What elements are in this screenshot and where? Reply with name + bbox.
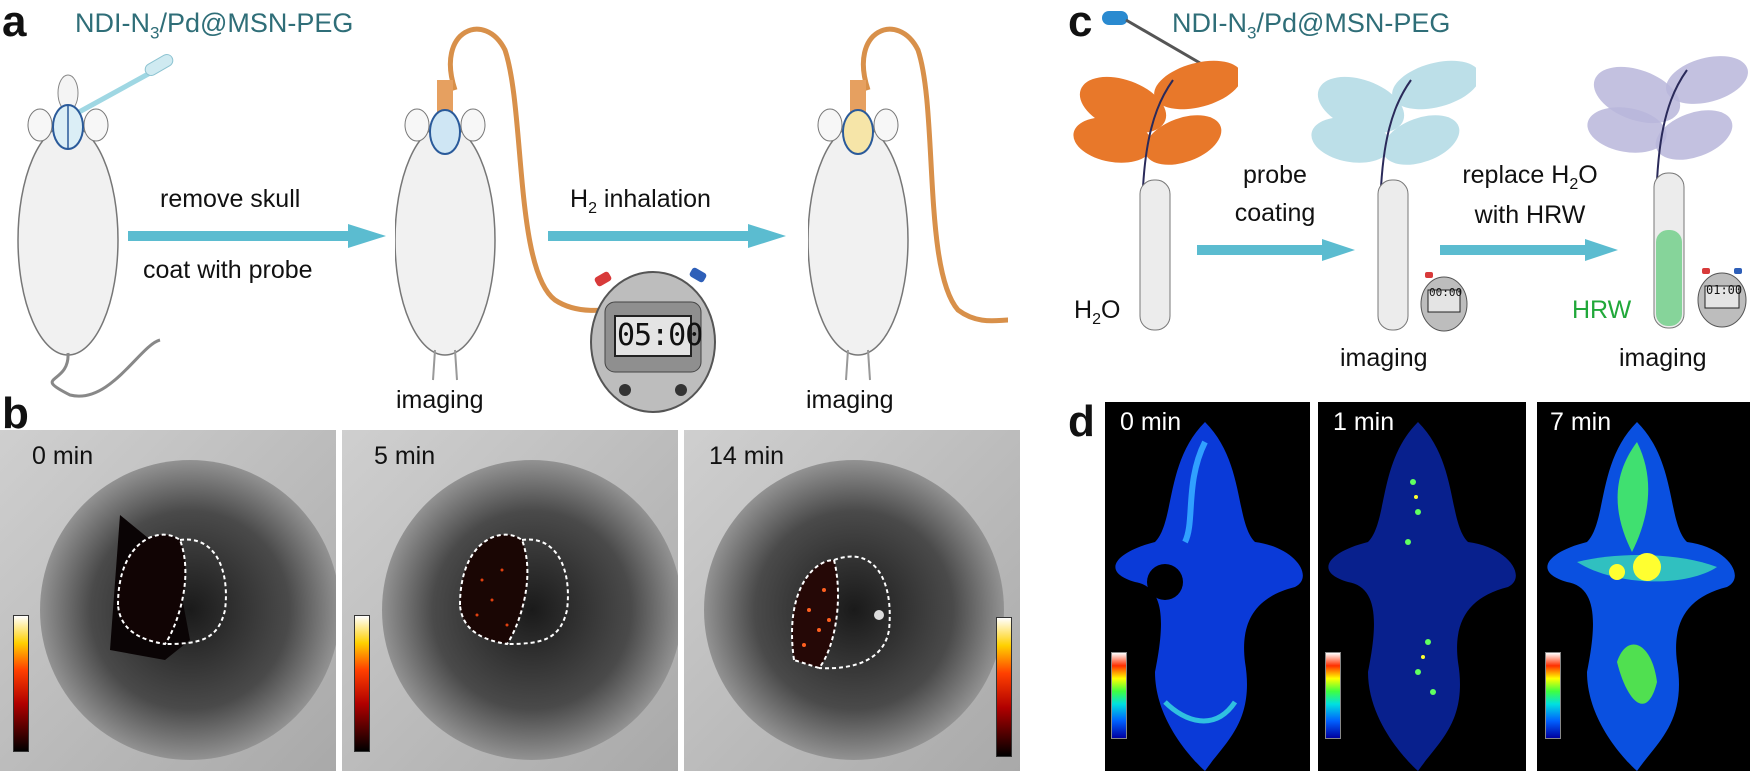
- step-c1-bottom: coating: [1234, 198, 1316, 227]
- plant-orange-illustration: [1073, 60, 1238, 331]
- step-c2-top-rest: O: [1578, 161, 1598, 189]
- step2-label-main: H: [570, 185, 589, 213]
- panel-label-a: a: [2, 0, 27, 46]
- imaging-label-c1: imaging: [1340, 344, 1428, 372]
- time-label-d0: 0 min: [1120, 408, 1182, 436]
- step-c2-bottom: with HRW: [1474, 201, 1586, 229]
- probe-label-c-main: NDI-N: [1172, 8, 1247, 38]
- brain-photo-14min: [684, 430, 1020, 771]
- h2o-main: H: [1074, 296, 1093, 324]
- plant-image-1min: [1318, 402, 1526, 771]
- arrow-step-2: [548, 224, 786, 248]
- plant-image-0min: [1105, 402, 1310, 771]
- time-label-b2: 14 min: [709, 442, 785, 470]
- step2-label: H2 inhalation: [570, 185, 711, 218]
- colorbar-rainbow-3: [1545, 652, 1561, 739]
- colorbar-hot-2: [354, 615, 370, 752]
- panel-label-d: d: [1068, 397, 1095, 446]
- colorbar-hot-1: [13, 615, 29, 752]
- colorbar-rainbow-2: [1325, 652, 1341, 739]
- step1-top-label: remove skull: [160, 185, 301, 213]
- h2o-rest: O: [1100, 296, 1121, 324]
- time-label-d1: 1 min: [1333, 408, 1395, 436]
- probe-label-main: NDI-N: [75, 8, 150, 38]
- time-label-d2: 7 min: [1550, 408, 1612, 436]
- stopwatch-icon: [590, 267, 716, 413]
- time-label-b0: 0 min: [32, 442, 94, 470]
- panel-label-b: b: [2, 389, 29, 438]
- mouse-with-tube-illustration-2: [808, 26, 1009, 381]
- probe-label-a: NDI-N3/Pd@MSN-PEG: [75, 8, 353, 43]
- stopwatch-small-2-readout: 01:00: [1706, 283, 1743, 297]
- step-c2-top: replace H2O: [1440, 157, 1620, 197]
- colorbar-rainbow-1: [1111, 652, 1127, 739]
- step-c1-label: probe coating: [1210, 157, 1340, 232]
- plant-purple-illustration: [1587, 56, 1748, 329]
- h2o-label: H2O: [1074, 296, 1120, 329]
- probe-label-c: NDI-N3/Pd@MSN-PEG: [1172, 8, 1450, 43]
- plant-blue-illustration: [1311, 60, 1476, 331]
- brain-photo-5min: [342, 430, 678, 771]
- step-c2-label: replace H2O with HRW: [1440, 157, 1620, 235]
- probe-label-sub: 3: [150, 23, 160, 43]
- step2-label-rest: inhalation: [596, 185, 711, 213]
- h2o-sub: 2: [1092, 311, 1101, 328]
- stopwatch-small-1-readout: 00:00: [1429, 286, 1463, 299]
- time-label-b1: 5 min: [374, 442, 436, 470]
- plant-image-7min: [1537, 402, 1750, 771]
- stopwatch-readout: 05:00: [617, 318, 703, 353]
- probe-label-c-sub: 3: [1247, 23, 1257, 43]
- stopwatch-icon-small-2: [1697, 268, 1747, 328]
- mouse-with-tube-illustration: [395, 26, 646, 381]
- colorbar-hot-3: [996, 617, 1012, 757]
- hrw-label: HRW: [1572, 296, 1632, 324]
- step-c2-top-main: replace H: [1462, 161, 1570, 189]
- mouse-illustration: [17, 54, 174, 398]
- step-c2-top-sub: 2: [1569, 176, 1579, 193]
- probe-label-rest: /Pd@MSN-PEG: [159, 8, 354, 38]
- imaging-label-a1: imaging: [396, 386, 484, 414]
- stopwatch-icon-small-1: [1420, 272, 1468, 332]
- step-c1-top: probe: [1243, 161, 1307, 189]
- panel-label-c: c: [1068, 0, 1093, 46]
- brain-photo-0min: [0, 430, 336, 771]
- imaging-label-a2: imaging: [806, 386, 894, 414]
- probe-label-c-rest: /Pd@MSN-PEG: [1256, 8, 1451, 38]
- arrow-step-c2: [1440, 239, 1618, 261]
- imaging-label-c2: imaging: [1619, 344, 1707, 372]
- arrow-step-c1: [1197, 239, 1355, 261]
- step2-label-sub: 2: [588, 200, 597, 217]
- arrow-step-1: [128, 224, 386, 248]
- step1-bottom-label: coat with probe: [143, 256, 313, 284]
